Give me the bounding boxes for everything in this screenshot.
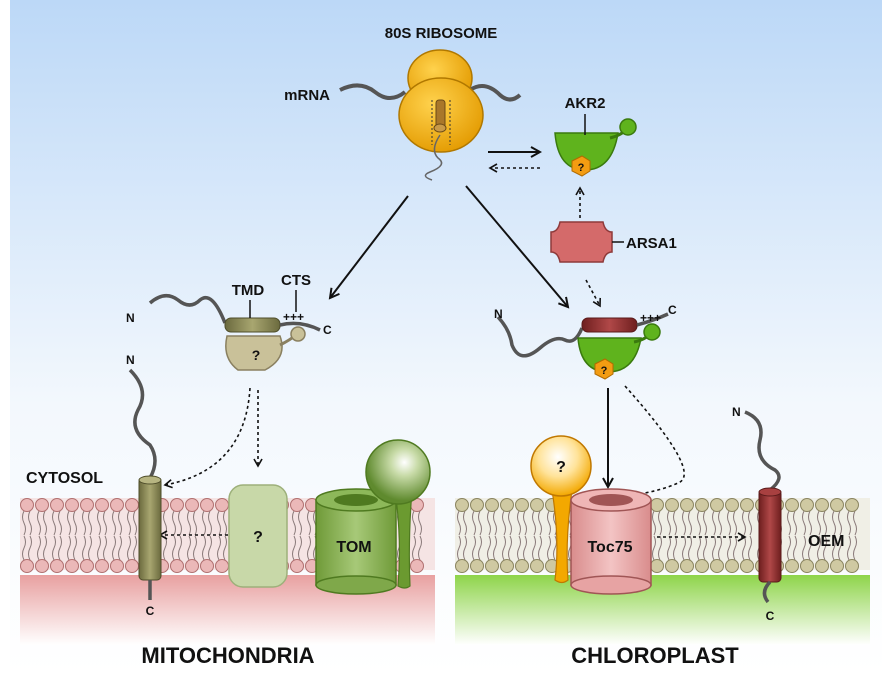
chloro-inserted-c-terminus: C (766, 609, 775, 623)
ribosome: 80S RIBOSOME mRNA (284, 25, 522, 181)
mito-receptor-unknown-label: ? (252, 347, 261, 363)
cytosol-label: CYTOSOL (26, 470, 103, 487)
tom-receptor-stalk (394, 489, 413, 589)
arsa1-protein: ARSA1 (550, 221, 677, 263)
arsa1-label: ARSA1 (626, 235, 677, 252)
chloroplast-membrane (455, 498, 870, 645)
tom-label: TOM (336, 539, 371, 556)
mito-inserted-c-terminus: C (146, 604, 155, 618)
chloro-tmd-cylinder (581, 317, 638, 333)
arrow-arsa1-to-complex (585, 279, 602, 308)
arrow-mito-to-direct-insertion (163, 387, 251, 489)
arrow-ribosome-to-mito-pathway (330, 195, 409, 298)
mrna-strand-right (468, 84, 522, 102)
mito-plus-charges: +++ (283, 310, 304, 324)
mrna-strand-left (339, 83, 407, 100)
chloro-c-terminus: C (668, 303, 677, 317)
akr2-unknown-label: ? (578, 162, 585, 174)
chloro-ta-protein-complex: N +++ C ? (494, 303, 677, 380)
mito-tmd-label: TMD (232, 282, 265, 299)
chloroplast-label: CHLOROPLAST (571, 643, 739, 668)
mito-n-terminus: N (126, 311, 135, 325)
akr2-receptor-top: ? AKR2 (554, 95, 637, 177)
chloro-n-terminus: N (494, 307, 503, 321)
ribosome-title: 80S RIBOSOME (385, 25, 498, 42)
akr2-label: AKR2 (565, 95, 606, 112)
mito-tmd-cylinder (224, 317, 281, 333)
chloro-unknown-receptor: ? (530, 435, 592, 584)
chloro-inserted-ta-protein: N C (732, 405, 782, 623)
oem-label: OEM (808, 533, 844, 550)
mito-c-terminus: C (323, 323, 332, 337)
akr2-unknown-cofactor (571, 155, 591, 177)
tom-receptor-head (365, 439, 431, 505)
mitochondria-label: MITOCHONDRIA (141, 643, 314, 668)
mito-inserted-n-terminus: N (126, 353, 135, 367)
toc75-channel: Toc75 (570, 488, 652, 595)
mito-inserted-ta-protein: N C (126, 353, 162, 618)
tom-complex: TOM (315, 439, 431, 595)
mito-cts-label: CTS (281, 272, 311, 289)
mito-unknown-insertase: ? (228, 484, 288, 588)
chloro-plus-charges: +++ (640, 311, 661, 325)
nascent-chain (424, 134, 443, 181)
chloro-unknown-cofactor (594, 358, 614, 380)
chloro-cofactor-unknown-label: ? (601, 365, 608, 377)
chloro-inserted-n-terminus: N (732, 405, 741, 419)
chloro-receptor-unknown-label: ? (556, 459, 566, 476)
mito-ta-protein-complex: N C +++ TMD CTS ? (126, 272, 332, 371)
toc75-label: Toc75 (587, 539, 632, 556)
arrow-ribosome-to-chloro-pathway (465, 185, 568, 307)
insertase-unknown-label: ? (253, 529, 263, 546)
mrna-label: mRNA (284, 87, 330, 104)
arrow-complex-to-toc75-alt (618, 385, 685, 501)
